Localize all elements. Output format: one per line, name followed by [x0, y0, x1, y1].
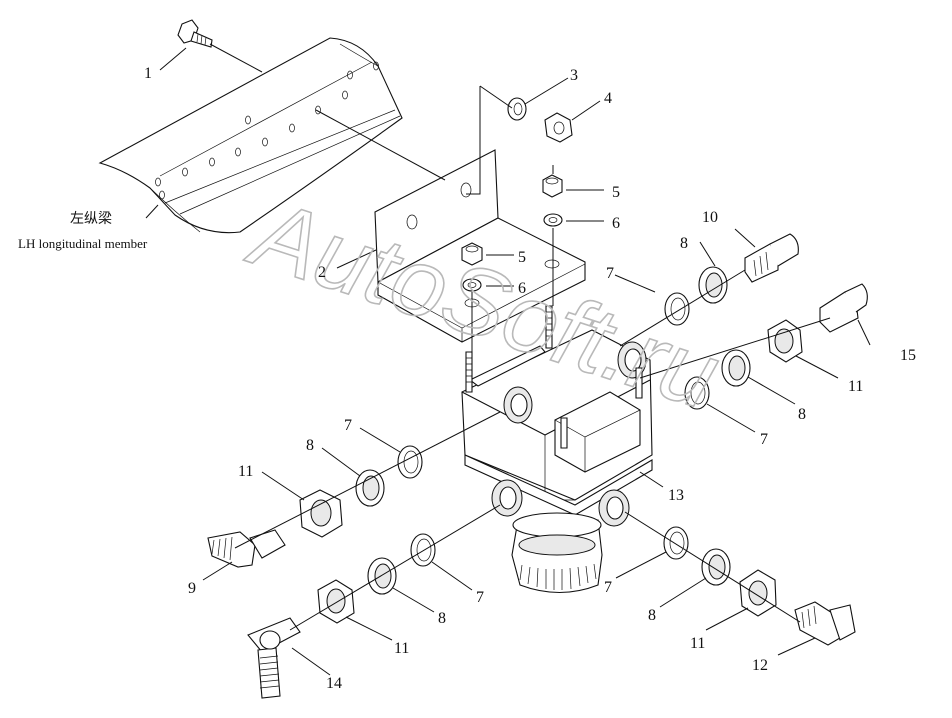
seal-ring-part-7-a: [664, 292, 690, 326]
callout-1: 1: [144, 65, 152, 82]
callout-5b: 5: [518, 249, 526, 266]
washer-part-8-c: [355, 469, 385, 507]
nut-part-4: [544, 112, 573, 143]
callout-6b: 6: [518, 280, 526, 297]
callout-6a: 6: [612, 215, 620, 232]
nut-part-5-lower: [461, 242, 483, 266]
union-nut-part-11-a: [767, 319, 803, 363]
straight-fitting-part-15: [819, 283, 868, 333]
washer-part-8-a: [698, 266, 728, 304]
elbow-fitting-part-12: [794, 601, 856, 646]
washer-part-6-lower: [462, 278, 482, 292]
bracket-part-2: [374, 149, 586, 343]
callout-7e: 7: [604, 579, 612, 596]
callout-4: 4: [604, 90, 612, 107]
seal-ring-part-7-d: [410, 533, 436, 567]
member-label-en: LH longitudinal member: [18, 236, 148, 251]
seal-ring-part-7-b: [684, 376, 710, 410]
washer-part-3: [507, 97, 527, 121]
washer-part-8-b: [721, 349, 751, 387]
washer-part-8-d: [367, 557, 397, 595]
callout-7d: 7: [476, 589, 484, 606]
seal-ring-part-7-e: [663, 526, 689, 560]
callout-8e: 8: [648, 607, 656, 624]
exhaust-silencer: [511, 512, 603, 594]
straight-fitting-part-10: [744, 233, 799, 283]
seal-ring-part-7-c: [397, 445, 423, 479]
leader-lines: [145, 43, 871, 676]
callout-7b: 7: [760, 431, 768, 448]
elbow-fitting-part-9: [207, 529, 286, 568]
tee-fitting-part-14: [247, 617, 301, 699]
callout-11a: 11: [848, 378, 863, 395]
callout-8d: 8: [438, 610, 446, 627]
callout-12: 12: [752, 657, 768, 674]
callout-5a: 5: [612, 184, 620, 201]
callout-11d: 11: [690, 635, 705, 652]
callout-14: 14: [326, 675, 342, 692]
washer-part-8-e: [701, 548, 731, 586]
callout-10: 10: [702, 209, 718, 226]
callout-3: 3: [570, 67, 578, 84]
callout-15: 15: [900, 347, 916, 364]
member-label-cn: 左纵梁: [70, 211, 112, 227]
member-holes: [155, 61, 379, 200]
callout-7a: 7: [606, 265, 614, 282]
nut-part-5-upper: [542, 174, 563, 198]
callout-8b: 8: [798, 406, 806, 423]
callout-8c: 8: [306, 437, 314, 454]
callout-11c: 11: [394, 640, 409, 657]
callout-9: 9: [188, 580, 196, 597]
callout-11b: 11: [238, 463, 253, 480]
bolt-part-1: [177, 19, 213, 48]
union-nut-part-11-c: [317, 579, 355, 624]
longitudinal-member: [98, 37, 403, 234]
callouts: 1 2 3 4 5 6 5 6 7 8 10 15 11 8 7 13 7 8 …: [144, 65, 916, 692]
callout-7c: 7: [344, 417, 352, 434]
callout-2: 2: [318, 264, 326, 281]
callout-8a: 8: [680, 235, 688, 252]
valve-body-part-13: [461, 305, 653, 527]
washer-part-6-upper: [543, 213, 563, 227]
union-nut-part-11-b: [299, 489, 343, 538]
callout-13: 13: [668, 487, 684, 504]
